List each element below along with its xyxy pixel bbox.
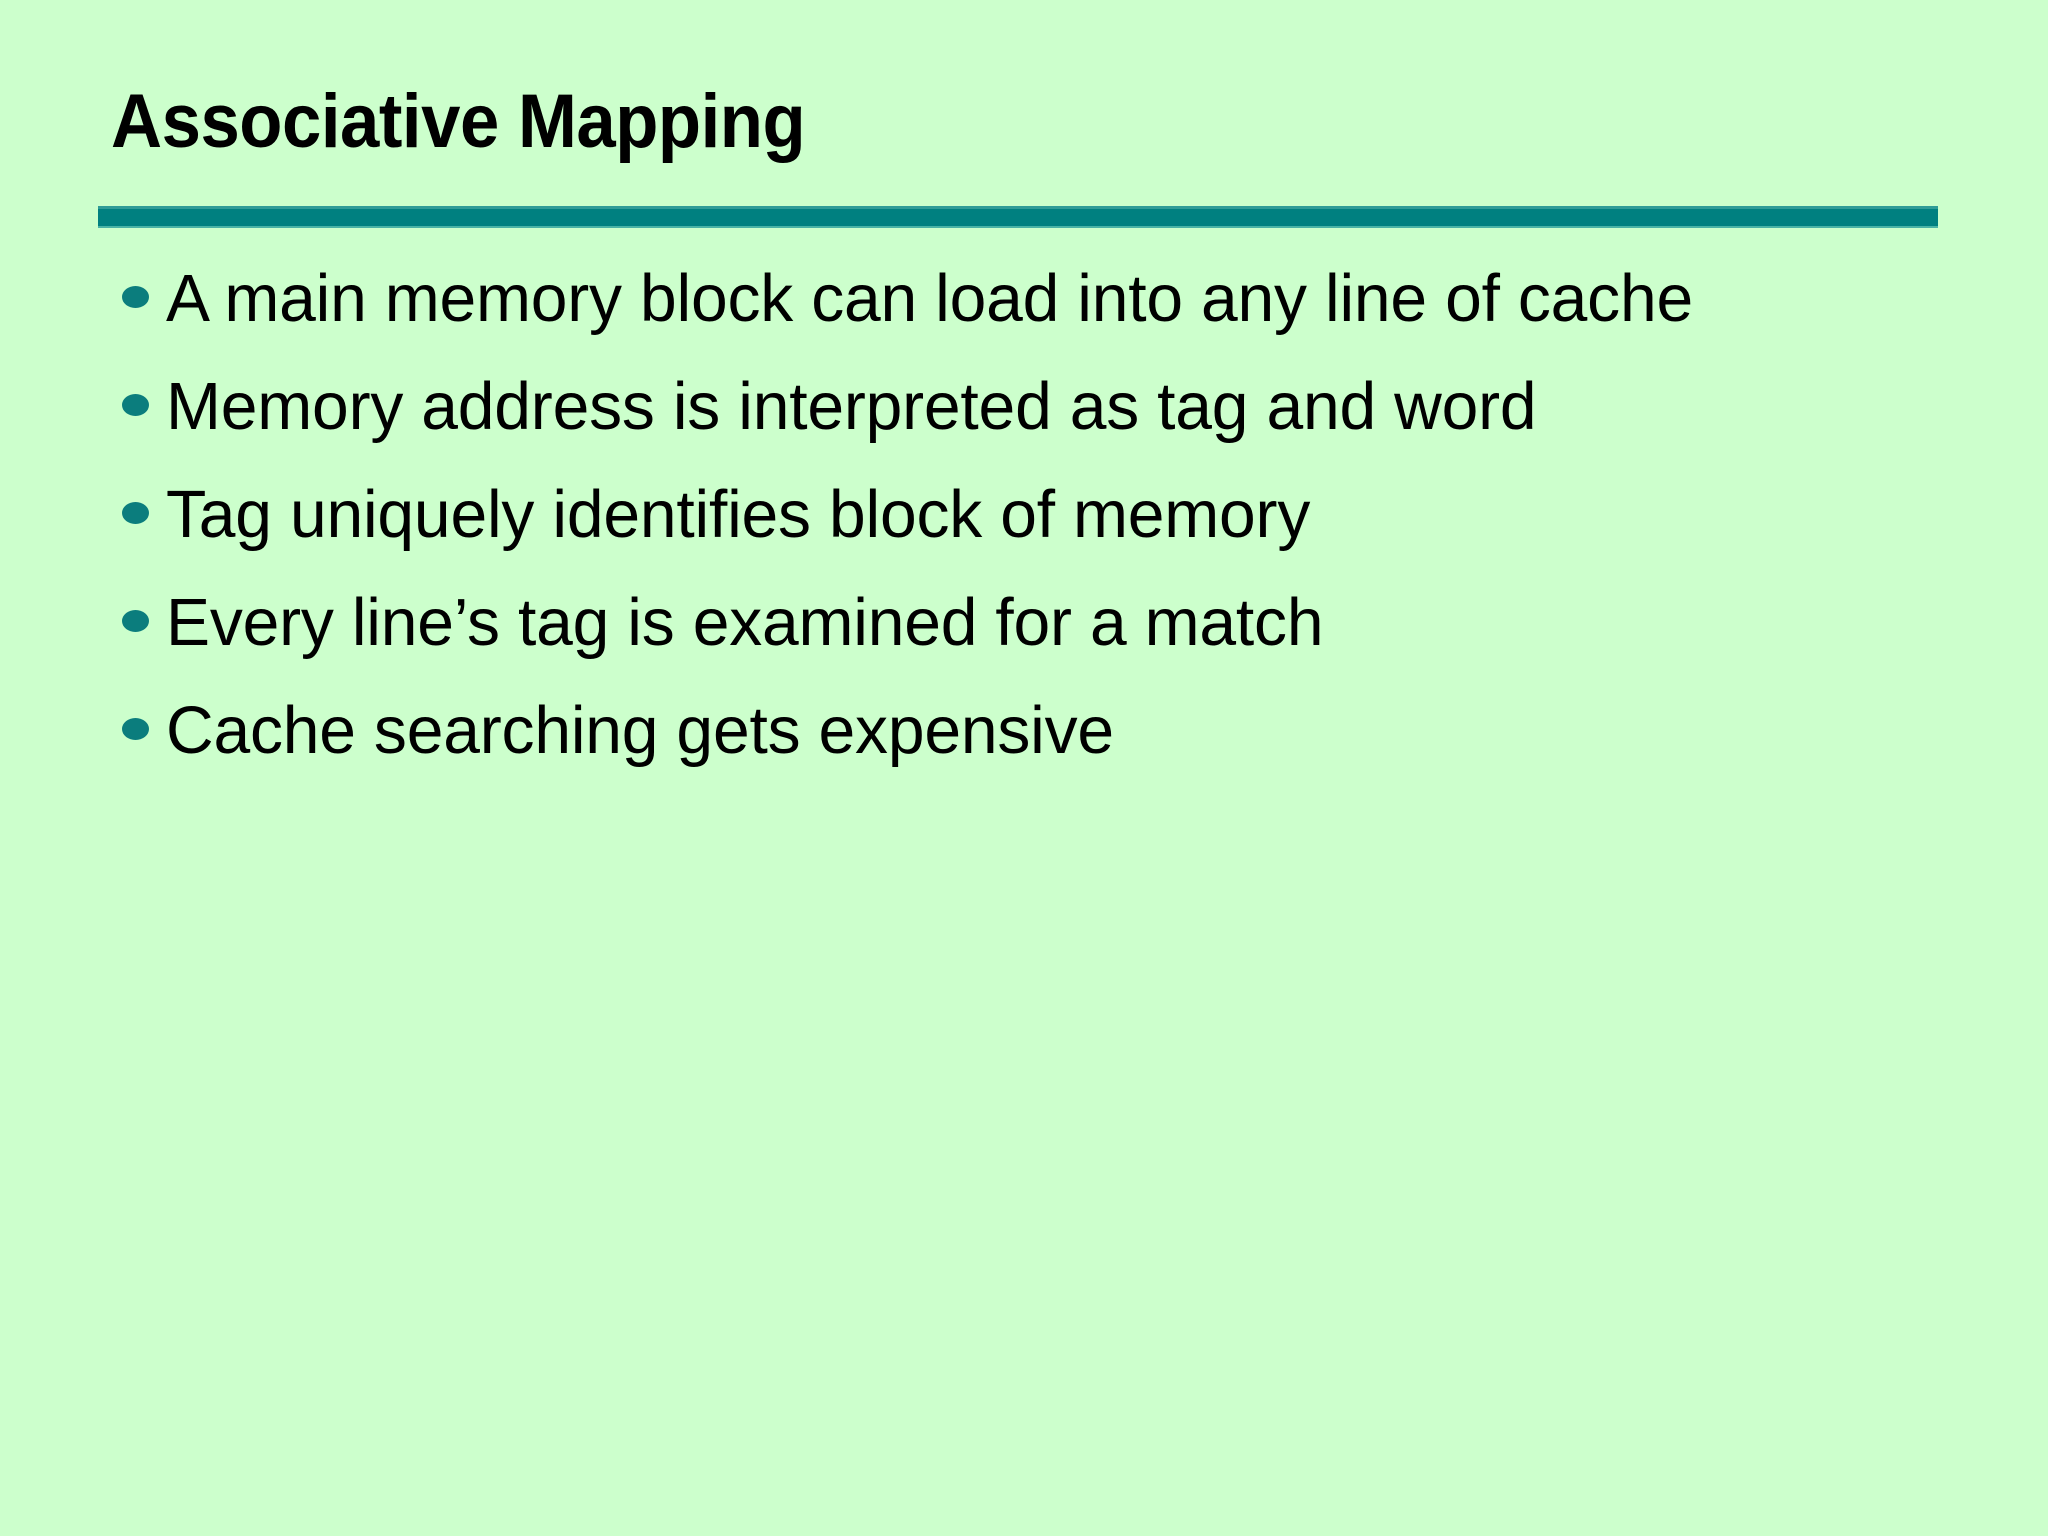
title-block: Associative Mapping <box>98 78 1948 166</box>
list-item-label: Memory address is interpreted as tag and… <box>166 369 1537 444</box>
bullet-marker <box>104 252 166 308</box>
bullet-dot-icon <box>121 286 149 308</box>
bullet-dot-icon <box>121 502 149 524</box>
bullet-marker <box>104 576 166 632</box>
list-item-label: A main memory block can load into any li… <box>166 261 1693 336</box>
bullet-marker <box>104 360 166 416</box>
list-item: Memory address is interpreted as tag and… <box>104 360 2004 454</box>
list-item: Tag uniquely identifies block of memory <box>104 468 2004 562</box>
bullet-marker <box>104 468 166 524</box>
list-item: Cache searching gets expensive <box>104 684 2004 778</box>
bullet-dot-icon <box>121 610 149 632</box>
page-title: Associative Mapping <box>111 79 806 164</box>
bullet-marker <box>104 684 166 740</box>
bullet-dot-icon <box>121 394 149 416</box>
list-item-label: Cache searching gets expensive <box>166 693 1114 768</box>
list-item: Every line’s tag is examined for a match <box>104 576 2004 670</box>
title-underline-rule <box>98 206 1938 228</box>
bullet-list: A main memory block can load into any li… <box>104 252 2004 792</box>
list-item-label: Every line’s tag is examined for a match <box>166 585 1324 660</box>
bullet-dot-icon <box>121 718 149 740</box>
list-item: A main memory block can load into any li… <box>104 252 2004 346</box>
list-item-label: Tag uniquely identifies block of memory <box>166 477 1311 552</box>
